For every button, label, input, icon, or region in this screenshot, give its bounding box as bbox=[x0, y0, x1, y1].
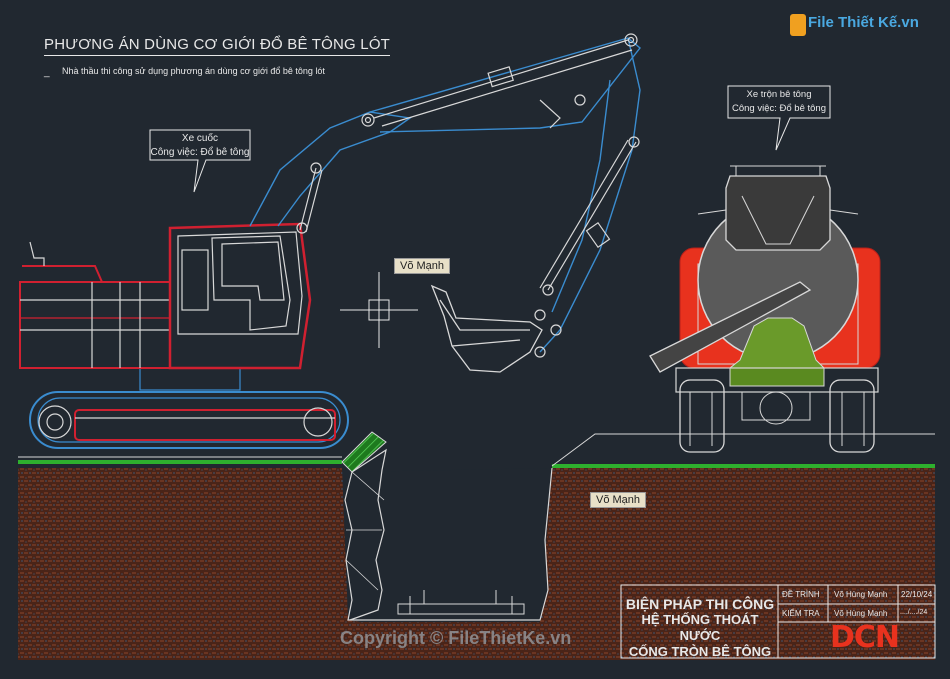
note-text: Nhà thầu thi công sử dụng phương án dùng… bbox=[62, 66, 325, 76]
trench bbox=[344, 448, 553, 621]
title-block-line3: CỐNG TRÒN BÊ TÔNG bbox=[628, 644, 772, 659]
excavator-callout-line1: Xe cuốc bbox=[181, 133, 219, 144]
row2-role: KIỂM TRA bbox=[782, 609, 820, 618]
excavator-bucket bbox=[430, 284, 543, 373]
row2-name: Võ Hùng Mạnh bbox=[834, 609, 888, 618]
author-label: Võ Mạnh bbox=[394, 258, 451, 274]
cad-crosshair bbox=[340, 272, 418, 348]
brand-name: File Thiết Kế.vn bbox=[808, 14, 919, 31]
company-logo: DCN bbox=[830, 620, 900, 655]
title-block-line2: HỆ THỐNG THOÁT NƯỚC bbox=[641, 612, 759, 643]
author-label-soil: Võ Mạnh bbox=[590, 492, 647, 508]
note-bullet: _ bbox=[44, 67, 50, 78]
title-block-line1: BIỆN PHÁP THI CÔNG bbox=[625, 596, 775, 612]
soil-section bbox=[18, 431, 935, 660]
callout-mixer-box bbox=[727, 85, 831, 151]
row1-role: ĐỀ TRÌNH bbox=[782, 590, 820, 599]
row1-date: 22/10/24 bbox=[901, 590, 933, 599]
mixer-callout-line1: Xe trộn bê tông bbox=[746, 89, 812, 100]
title-block-heading: BIỆN PHÁP THI CÔNG HỆ THỐNG THOÁT NƯỚC C… bbox=[622, 596, 778, 660]
row1-name: Võ Hùng Mạnh bbox=[834, 590, 888, 599]
title-block-frame bbox=[620, 584, 936, 659]
row2-date: ..../..../24 bbox=[900, 609, 928, 616]
drawing-title: PHƯƠNG ÁN DÙNG CƠ GIỚI ĐỔ BÊ TÔNG LÓT bbox=[44, 36, 391, 56]
mixer-truck bbox=[649, 165, 881, 453]
boom-cylinders bbox=[296, 33, 640, 358]
brand-logo-icon bbox=[790, 14, 806, 36]
excavator-callout-line2: Công việc: Đổ bê tông bbox=[150, 147, 250, 158]
callout-excavator-box bbox=[149, 129, 251, 193]
copyright-watermark: Copyright © FileThietKe.vn bbox=[340, 628, 572, 648]
excavator bbox=[19, 222, 349, 449]
mixer-callout-line2: Công việc: Đổ bê tông bbox=[731, 103, 826, 114]
excavator-callout: Xe cuốc Công việc: Đổ bê tông bbox=[150, 132, 250, 160]
mixer-callout: Xe trộn bê tông Công việc: Đổ bê tông bbox=[728, 88, 830, 116]
